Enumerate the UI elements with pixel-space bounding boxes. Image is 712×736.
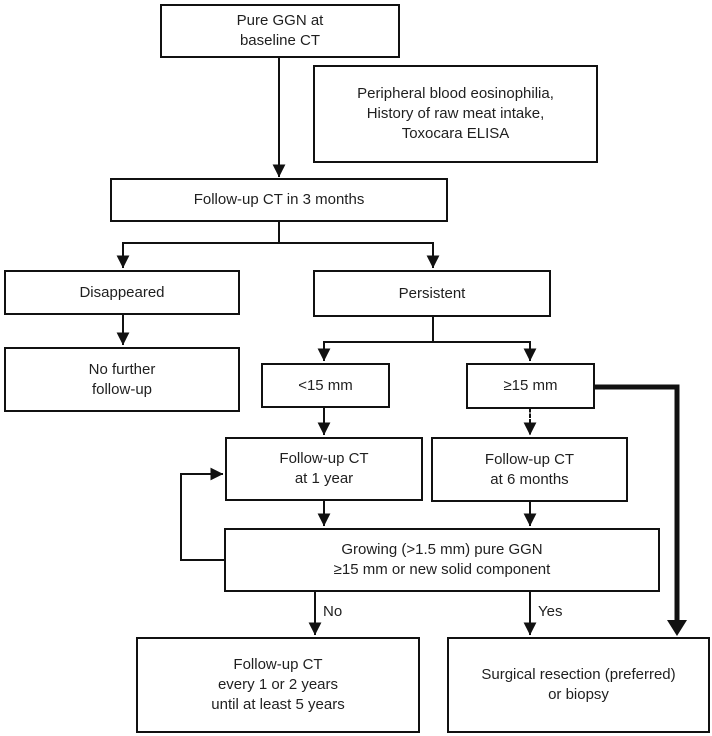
edge-label-no: No bbox=[323, 603, 343, 620]
node-15mm-or-more: ≥15 mm bbox=[466, 363, 595, 409]
node-no-further-followup: No further follow-up bbox=[4, 347, 240, 412]
edge-label-yes: Yes bbox=[538, 603, 563, 620]
node-pure-ggn-baseline: Pure GGN at baseline CT bbox=[160, 4, 400, 58]
node-surgical-resection: Surgical resection (preferred) or biopsy bbox=[447, 637, 710, 733]
node-growing-criteria: Growing (>1.5 mm) pure GGN ≥15 mm or new… bbox=[224, 528, 660, 592]
node-eosinophilia-workup: Peripheral blood eosinophilia, History o… bbox=[313, 65, 598, 163]
edge-loop-growing-to-1yr bbox=[180, 467, 225, 561]
node-followup-ct-every-1-2-years: Follow-up CT every 1 or 2 years until at… bbox=[136, 637, 420, 733]
thick-edge-ge15-to-surgical bbox=[595, 384, 687, 636]
node-persistent: Persistent bbox=[313, 270, 551, 317]
thin-edges bbox=[116, 57, 537, 636]
node-disappeared: Disappeared bbox=[4, 270, 240, 315]
node-followup-ct-3-months: Follow-up CT in 3 months bbox=[110, 178, 448, 222]
node-followup-ct-1-year: Follow-up CT at 1 year bbox=[225, 437, 423, 501]
node-followup-ct-6-months: Follow-up CT at 6 months bbox=[431, 437, 628, 502]
node-less-than-15mm: <15 mm bbox=[261, 363, 390, 408]
